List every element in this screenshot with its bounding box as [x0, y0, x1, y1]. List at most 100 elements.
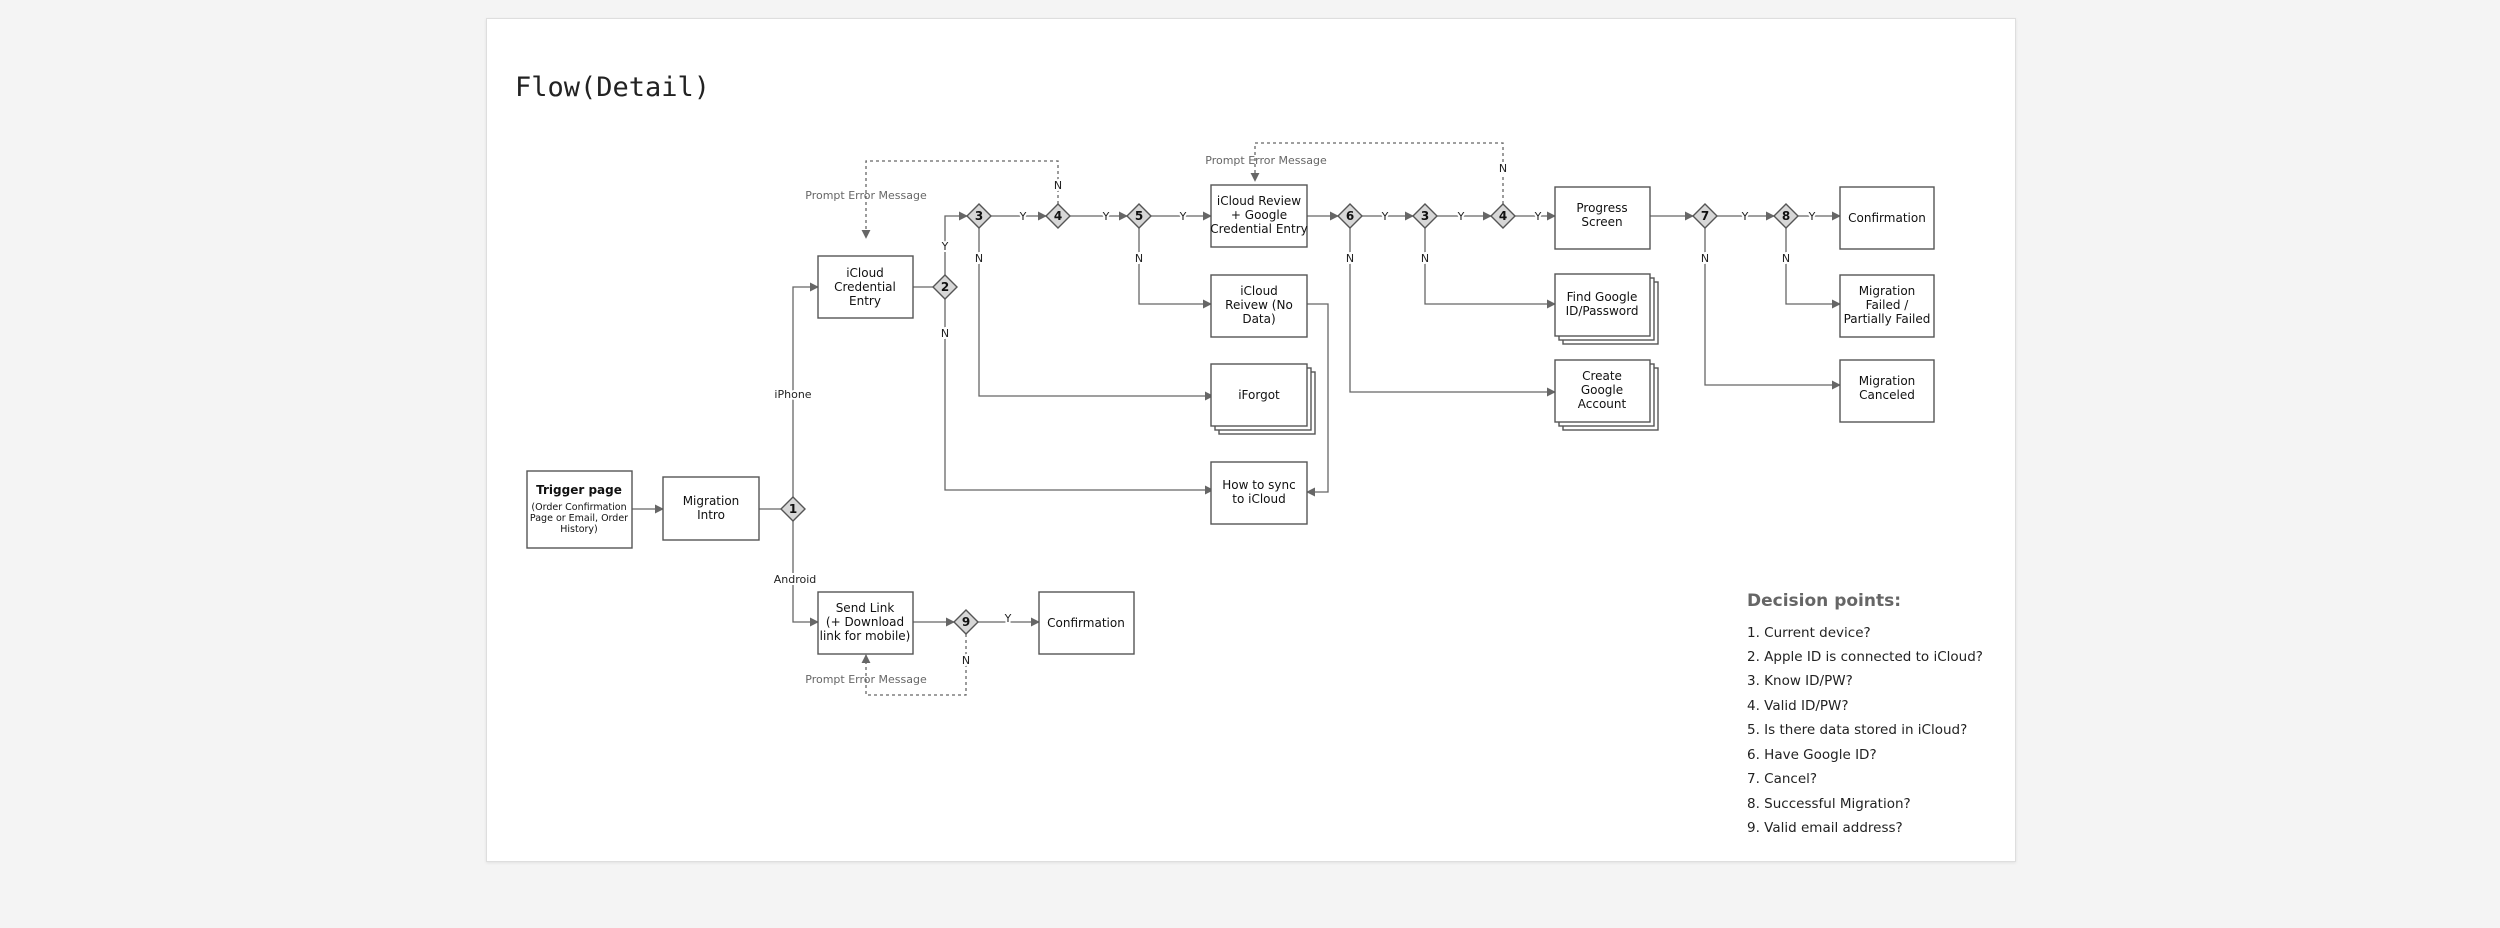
legend-title: Decision points: [1747, 591, 1901, 611]
android-label: Android [774, 573, 817, 586]
yes-label: Y [1457, 210, 1465, 223]
decision-4b: 4 [1490, 203, 1516, 229]
svg-text:3: 3 [1421, 209, 1429, 223]
connector [792, 282, 819, 497]
decision-legend: Decision points: 1. Current device? 2. A… [1747, 591, 1983, 836]
no-label: N [975, 252, 983, 265]
legend-item: 1. Current device? [1747, 625, 1871, 641]
legend-item: 4. Valid ID/PW? [1747, 698, 1849, 714]
connector [1349, 228, 1556, 397]
connector [1704, 228, 1841, 390]
decision-6: 6 [1337, 203, 1363, 229]
connector [792, 521, 819, 627]
svg-text:3: 3 [975, 209, 983, 223]
yes-label: Y [1004, 612, 1012, 625]
prompt-error-note: Prompt Error Message [805, 189, 927, 202]
confirmation-main-label: Confirmation [1848, 211, 1926, 225]
yes-label: Y [1808, 210, 1816, 223]
legend-item: 2. Apple ID is connected to iCloud? [1747, 649, 1983, 665]
no-label: N [1421, 252, 1429, 265]
yes-label: Y [1179, 210, 1187, 223]
no-label: N [941, 327, 949, 340]
decision-4a: 4 [1045, 203, 1071, 229]
connector [944, 211, 968, 275]
decision-points: 1 2 3 4 5 6 3 4 7 8 9 [780, 203, 1799, 635]
connector [1306, 303, 1329, 497]
decision-3a: 3 [966, 203, 992, 229]
no-label: N [1135, 252, 1143, 265]
diagram-card: Flow(Detail) [486, 18, 2016, 862]
connector [1250, 142, 1504, 204]
decision-2: 2 [932, 274, 958, 300]
confirmation-android-label: Confirmation [1047, 616, 1125, 630]
decision-5: 5 [1126, 203, 1152, 229]
diagram-title: Flow(Detail) [515, 72, 710, 103]
connector [861, 634, 967, 696]
prompt-error-note: Prompt Error Message [1205, 154, 1327, 167]
connector [861, 160, 1059, 239]
flow-diagram: Flow(Detail) [515, 72, 1983, 836]
connector [1424, 228, 1556, 309]
iforgot-label: iForgot [1238, 388, 1280, 402]
flow-connectors [632, 142, 1841, 696]
trigger-page-title: Trigger page [536, 483, 622, 497]
legend-item: 6. Have Google ID? [1747, 747, 1877, 763]
decision-8: 8 [1773, 203, 1799, 229]
iphone-label: iPhone [774, 388, 811, 401]
legend-item: 9. Valid email address? [1747, 820, 1903, 836]
yes-label: Y [1381, 210, 1389, 223]
legend-item: 8. Successful Migration? [1747, 796, 1911, 812]
svg-text:2: 2 [941, 280, 949, 294]
decision-7: 7 [1692, 203, 1718, 229]
edge-labels: iPhone Android Y N Y N N Y N Y Y N N Y N… [772, 154, 1818, 686]
svg-text:4: 4 [1499, 209, 1507, 223]
legend-item: 5. Is there data stored in iCloud? [1747, 722, 1967, 738]
yes-label: Y [1102, 210, 1110, 223]
decision-9: 9 [953, 609, 979, 635]
svg-text:9: 9 [962, 615, 970, 629]
prompt-error-note: Prompt Error Message [805, 673, 927, 686]
connector [978, 228, 1214, 401]
yes-label: Y [1534, 210, 1542, 223]
decision-3b: 3 [1412, 203, 1438, 229]
yes-label: Y [1019, 210, 1027, 223]
iforgot-box: iForgot [1210, 363, 1316, 435]
decision-1: 1 [780, 496, 806, 522]
connector [944, 299, 1214, 495]
svg-text:4: 4 [1054, 209, 1062, 223]
connector [1138, 228, 1212, 309]
svg-text:8: 8 [1782, 209, 1790, 223]
svg-text:5: 5 [1135, 209, 1143, 223]
svg-text:1: 1 [789, 502, 797, 516]
no-label: N [1054, 179, 1062, 192]
connector [1785, 228, 1841, 309]
yes-label: Y [941, 240, 949, 253]
no-label: N [1701, 252, 1709, 265]
legend-item: 3. Know ID/PW? [1747, 673, 1853, 689]
svg-text:7: 7 [1701, 209, 1709, 223]
no-label: N [1346, 252, 1354, 265]
